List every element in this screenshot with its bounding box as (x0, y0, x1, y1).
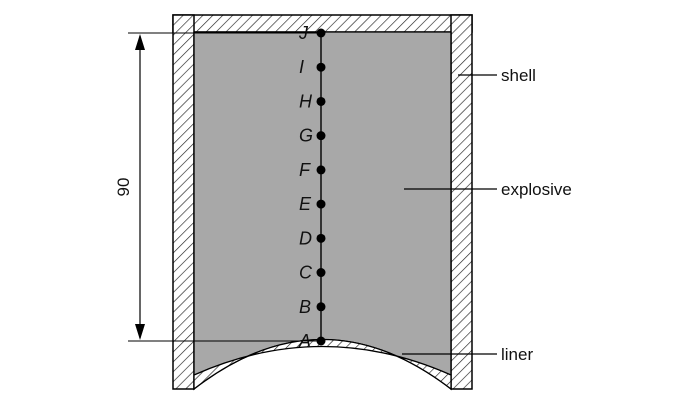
callout-liner: liner (402, 345, 533, 364)
callout-liner-label: liner (501, 345, 533, 364)
point-i-marker (316, 62, 326, 72)
dimension-arrow-bottom (135, 324, 145, 340)
callout-explosive-label: explosive (501, 180, 572, 199)
point-g-marker (316, 131, 326, 141)
point-b-label: B (299, 297, 311, 317)
explosive-region (193, 31, 452, 391)
point-b-marker (316, 302, 326, 312)
point-e-marker (316, 199, 326, 209)
callout-explosive: explosive (404, 180, 572, 199)
shell-right-wall (450, 14, 473, 390)
liner (193, 338, 452, 391)
point-f-marker (316, 165, 326, 175)
point-h-marker (316, 96, 326, 106)
point-h-label: H (299, 91, 313, 111)
dimension-90: 90 (114, 32, 321, 342)
point-d-label: D (299, 228, 312, 248)
point-f-label: F (299, 160, 311, 180)
point-d-marker (316, 233, 326, 243)
point-e-label: E (299, 194, 312, 214)
dimension-arrow-top (135, 34, 145, 50)
point-i-label: I (299, 57, 304, 77)
point-g-label: G (299, 126, 313, 146)
dimension-label: 90 (114, 178, 133, 197)
callout-shell: shell (458, 66, 536, 85)
callout-shell-label: shell (501, 66, 536, 85)
point-c-marker (316, 268, 326, 278)
shell-left-wall (172, 14, 195, 390)
point-c-label: C (299, 263, 313, 283)
